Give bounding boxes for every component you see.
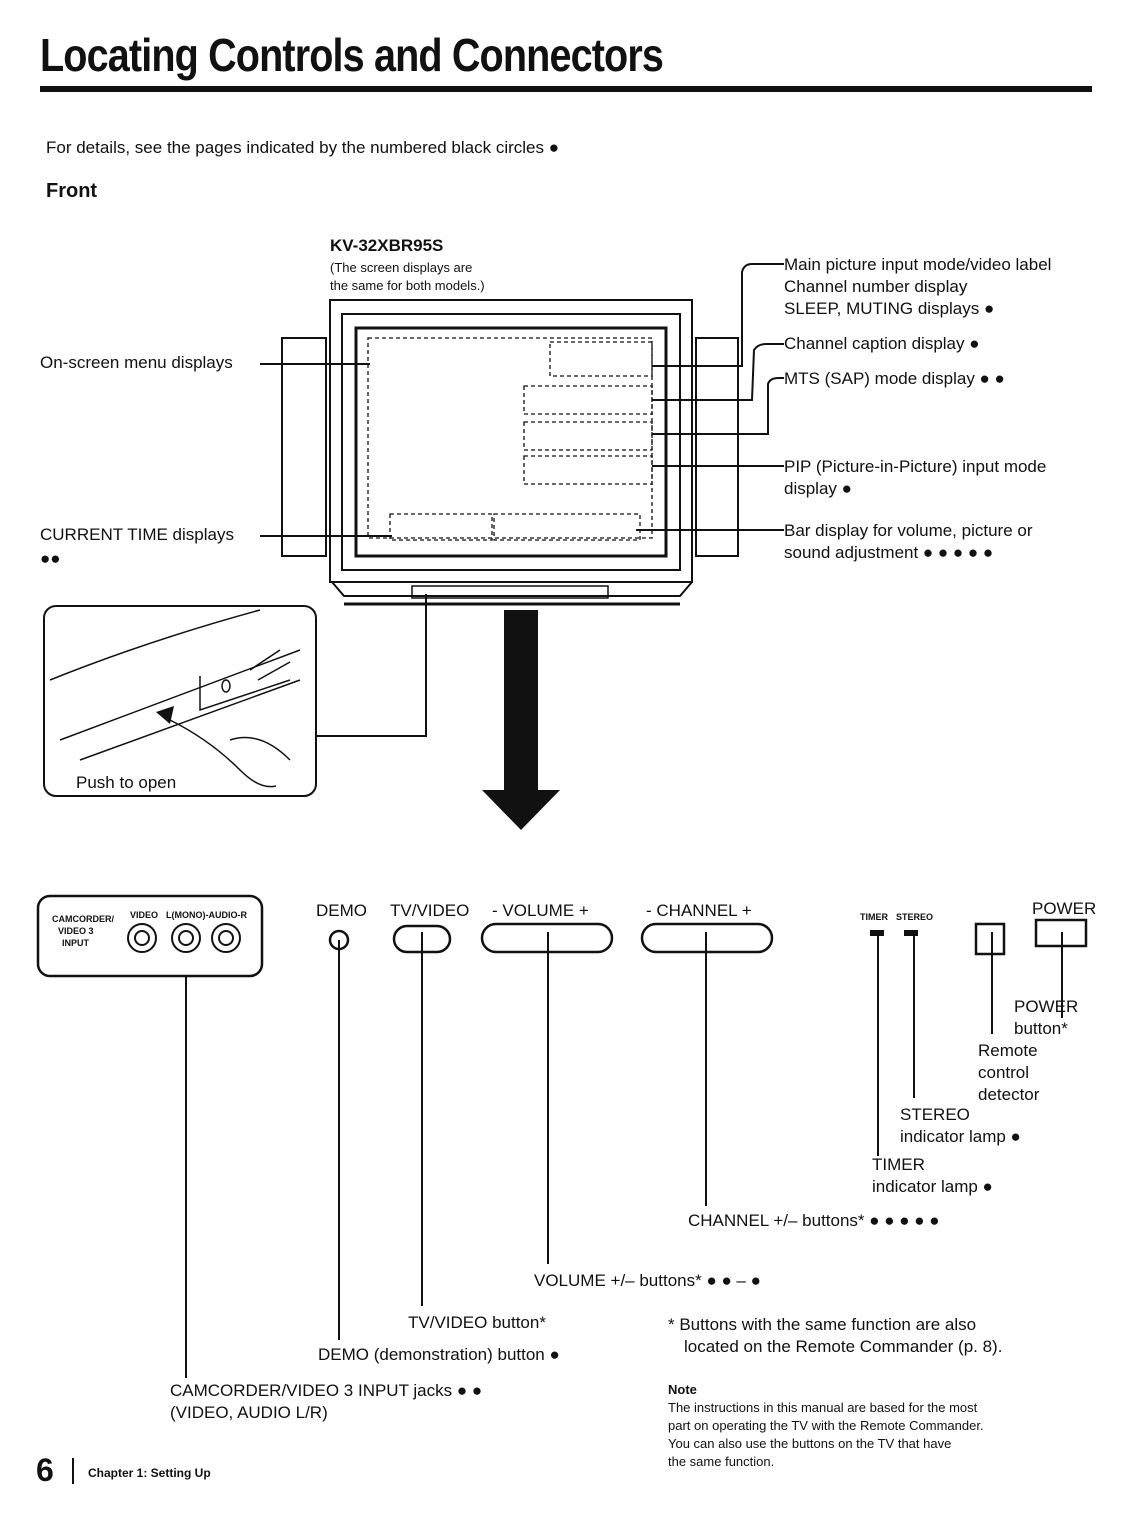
callout-tv-video-button: TV/VIDEO button* (408, 1313, 546, 1332)
note-line-1: The instructions in this manual are base… (668, 1400, 978, 1415)
note-line-2: part on operating the TV with the Remote… (668, 1418, 984, 1433)
tv-body (329, 299, 693, 583)
callout-power-1: POWER (1014, 997, 1079, 1016)
asterisk-note-2: located on the Remote Commander (p. 8). (684, 1337, 1003, 1356)
callout-remote-2: control (978, 1063, 1030, 1082)
left-speaker (281, 337, 327, 557)
label-main-picture-3: SLEEP, MUTING displays ● (784, 299, 995, 318)
note-heading: Note (668, 1382, 697, 1397)
jack-label-audio: L(MONO)-AUDIO-R (166, 910, 247, 920)
callout-stereo-1: STEREO (900, 1105, 970, 1124)
title-rule (40, 86, 1092, 92)
model-name: KV-32XBR95S (330, 236, 444, 255)
callout-timer-1: TIMER (872, 1155, 925, 1174)
push-to-open-label: Push to open (76, 773, 177, 792)
panel-label-demo: DEMO (316, 901, 367, 920)
panel-label-tv-video: TV/VIDEO (390, 901, 470, 920)
callout-stereo-2: indicator lamp ● (900, 1127, 1021, 1146)
big-down-arrow-head (482, 790, 560, 830)
note-line-4: the same function. (668, 1454, 775, 1469)
section-heading-front: Front (46, 180, 98, 202)
label-current-time-refs: ●● (40, 549, 61, 568)
jack-label-video: VIDEO (130, 910, 159, 920)
right-speaker (695, 337, 739, 557)
big-down-arrow-shaft (504, 610, 538, 794)
push-to-open-inset (43, 605, 317, 797)
callout-timer-2: indicator lamp ● (872, 1177, 993, 1196)
callout-camcorder-1: CAMCORDER/VIDEO 3 INPUT jacks ● ● (170, 1381, 483, 1400)
callout-channel-buttons: CHANNEL +/– buttons* ● ● ● ● ● (688, 1211, 940, 1230)
label-main-picture-1: Main picture input mode/video label (784, 255, 1052, 274)
panel-label-volume: - VOLUME + (492, 901, 589, 920)
footer-divider (72, 1458, 74, 1484)
callout-power-2: button* (1014, 1019, 1068, 1038)
tv-screen (354, 326, 668, 558)
callout-volume-buttons: VOLUME +/– buttons* ● ● – ● (534, 1271, 761, 1290)
page-number: 6 (36, 1452, 54, 1488)
panel-label-power: POWER (1032, 899, 1097, 918)
tv-base (331, 581, 693, 597)
callout-remote-3: detector (978, 1085, 1040, 1104)
callout-camcorder-2: (VIDEO, AUDIO L/R) (170, 1403, 328, 1422)
panel-label-timer: TIMER (860, 912, 888, 922)
note-line-3: You can also use the buttons on the TV t… (668, 1436, 952, 1451)
label-channel-caption: Channel caption display ● (784, 334, 980, 353)
label-mts: MTS (SAP) mode display ● ● (784, 369, 1005, 388)
callout-demo-button: DEMO (demonstration) button ● (318, 1345, 560, 1364)
intro-text: For details, see the pages indicated by … (46, 138, 559, 157)
remote-detector-shape (974, 922, 1006, 956)
label-pip-2: display ● (784, 479, 852, 498)
label-pip-1: PIP (Picture-in-Picture) input mode (784, 457, 1047, 476)
chapter-label: Chapter 1: Setting Up (88, 1466, 211, 1480)
page-title: Locating Controls and Connectors (40, 29, 664, 81)
model-note-line1: (The screen displays are (330, 260, 473, 275)
input-jack-panel (36, 894, 264, 978)
jack-label-camcorder-3: INPUT (62, 938, 89, 948)
label-bar-1: Bar display for volume, picture or (784, 521, 1033, 540)
label-onscreen-menu: On-screen menu displays (40, 353, 233, 372)
panel-label-stereo: STEREO (896, 912, 934, 922)
panel-label-channel: - CHANNEL + (646, 901, 752, 920)
callout-remote-1: Remote (978, 1041, 1038, 1060)
jack-label-camcorder-1: CAMCORDER/ (52, 914, 114, 924)
asterisk-note-1: * Buttons with the same function are als… (668, 1315, 977, 1334)
model-note-line2: the same for both models.) (330, 278, 485, 293)
label-main-picture-2: Channel number display (784, 277, 968, 296)
front-panel-door (411, 585, 609, 599)
label-bar-2: sound adjustment ● ● ● ● ● (784, 543, 994, 562)
tv-bezel (341, 313, 681, 571)
jack-label-camcorder-2: VIDEO 3 (58, 926, 94, 936)
label-current-time: CURRENT TIME displays (40, 525, 234, 544)
push-arrow (156, 706, 174, 724)
